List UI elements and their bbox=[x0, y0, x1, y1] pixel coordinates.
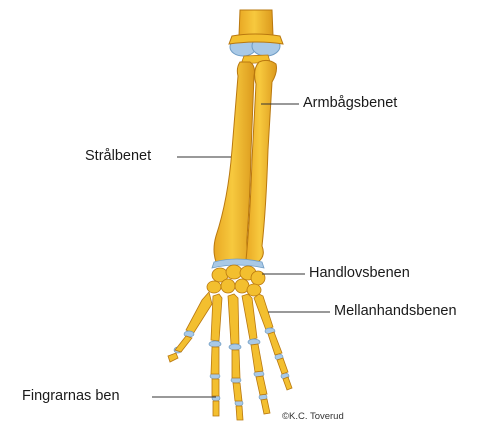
label-metacarpals: Mellanhandsbenen bbox=[334, 303, 457, 319]
humerus-bone bbox=[239, 10, 273, 36]
label-phalanges: Fingrarnas ben bbox=[22, 388, 120, 404]
elbow-cartilage bbox=[229, 34, 283, 64]
image-credit: ©K.C. Toverud bbox=[282, 411, 344, 422]
label-carpals: Handlovsbenen bbox=[309, 265, 410, 281]
metacarpal-bones bbox=[186, 292, 273, 344]
label-radius: Strålbenet bbox=[85, 148, 151, 164]
carpal-bones bbox=[207, 265, 265, 296]
label-ulna: Armbågsbenet bbox=[303, 95, 397, 111]
